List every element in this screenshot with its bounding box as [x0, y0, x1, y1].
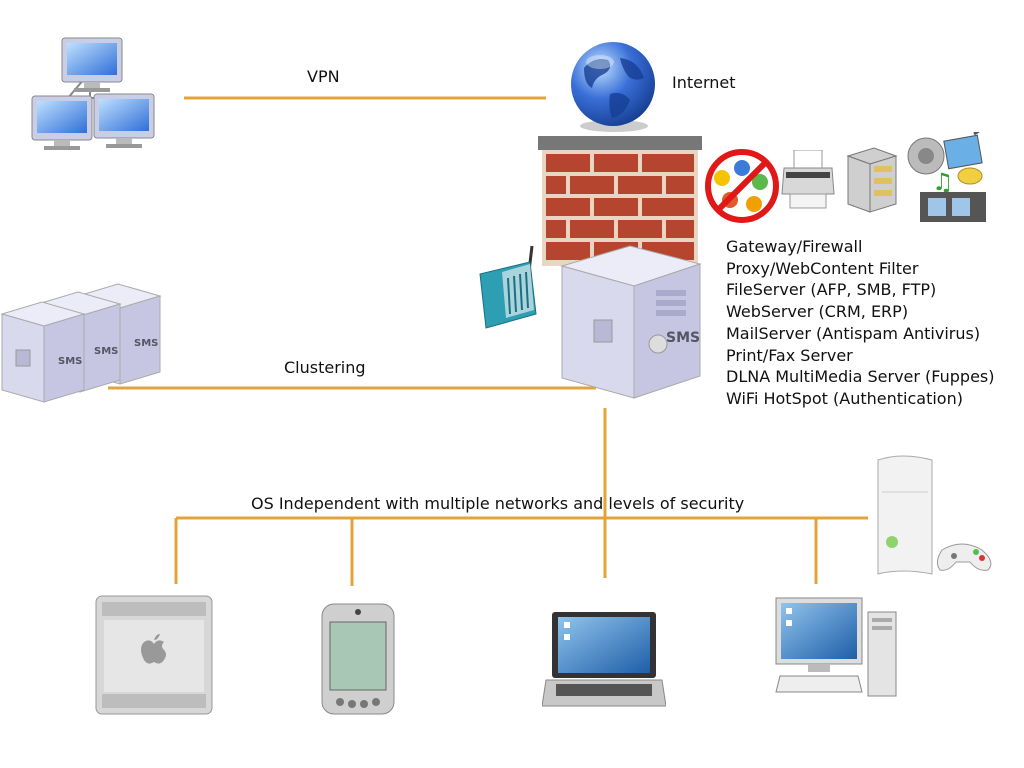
- service-item: WiFi HotSpot (Authentication): [726, 388, 963, 408]
- networked-computers-icon: [31, 37, 155, 150]
- vpn-label: VPN: [307, 67, 340, 86]
- internet-label: Internet: [672, 73, 736, 92]
- lan-label: OS Independent with multiple networks an…: [251, 494, 745, 513]
- service-item: Gateway/Firewall: [726, 237, 863, 256]
- server-badge-text: SMS: [94, 346, 118, 357]
- service-item: Proxy/WebContent Filter: [726, 258, 919, 278]
- service-item: Print/Fax Server: [726, 345, 853, 365]
- wifi-router-icon: [479, 245, 537, 329]
- service-item: MailServer (Antispam Antivirus): [726, 323, 981, 343]
- service-item: DLNA MultiMedia Server (Fuppes): [726, 367, 995, 387]
- services-list: Gateway/Firewall Proxy/WebContent Filter…: [726, 236, 994, 410]
- server-badge-text: SMS: [58, 356, 82, 367]
- sms-server-icon: SMS: [560, 245, 702, 399]
- storage-drives-icon: [846, 147, 898, 213]
- printer-icon: [781, 150, 835, 209]
- pda-icon: [321, 603, 395, 715]
- svg-text:♫: ♫: [932, 168, 954, 196]
- multimedia-icon: ♫: [907, 132, 986, 222]
- service-item: FileServer (AFP, SMB, FTP): [726, 280, 937, 300]
- service-item: WebServer (CRM, ERP): [726, 302, 909, 322]
- clustering-label: Clustering: [284, 358, 366, 377]
- no-instant-messaging-icon: [705, 149, 779, 223]
- brick-firewall-icon: [538, 136, 702, 266]
- server-badge-text: SMS: [666, 330, 700, 346]
- game-console-icon: [877, 455, 992, 575]
- server-badge-text: SMS: [134, 338, 158, 349]
- globe-icon: [571, 42, 655, 132]
- desktop-pc-icon: [775, 597, 897, 697]
- server-cluster-icon: SMS SMS SMS: [0, 283, 162, 403]
- mac-pro-icon: [95, 595, 213, 715]
- laptop-icon: [542, 612, 666, 707]
